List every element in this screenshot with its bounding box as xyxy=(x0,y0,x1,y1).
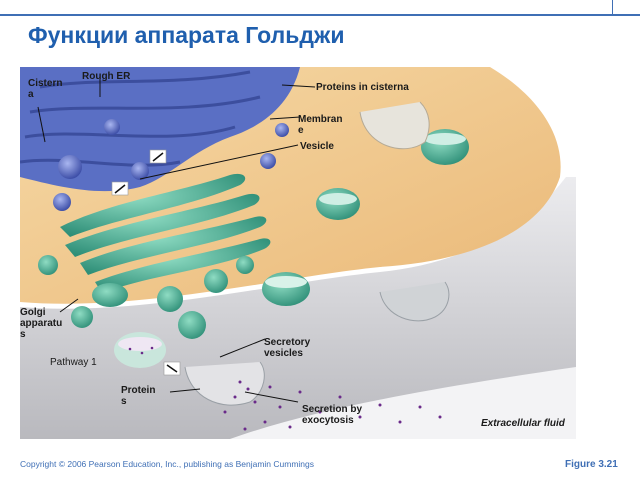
leader-lines xyxy=(37,79,316,403)
page-title: Функции аппарата Гольджи xyxy=(28,22,345,48)
corner-tick xyxy=(612,0,639,14)
membrane-pockets xyxy=(184,101,450,406)
label-cisterna: Cistern a xyxy=(28,78,63,100)
cytoplasm-vesicles xyxy=(114,129,469,368)
label-extracellular-fluid: Extracellular fluid xyxy=(481,418,565,429)
label-rough-er: Rough ER xyxy=(82,71,131,82)
label-secretory-vesicles: Secretory vesicles xyxy=(264,337,311,359)
golgi-diagram xyxy=(20,67,576,439)
top-rule xyxy=(0,14,640,16)
rough-er xyxy=(20,67,300,211)
label-proteins: Protein s xyxy=(121,385,156,407)
label-proteins-in-cisterna: Proteins in cisterna xyxy=(316,82,409,93)
golgi-apparatus xyxy=(38,173,271,339)
label-pathway: Pathway 1 xyxy=(50,357,97,368)
membrane-slab xyxy=(20,177,576,439)
extracellular-region xyxy=(230,367,576,439)
label-membrane: Membran e xyxy=(298,114,343,136)
label-vesicle: Vesicle xyxy=(300,141,334,152)
label-golgi-apparatus: Golgi apparatu s xyxy=(20,307,63,340)
label-secretion: Secretion by exocytosis xyxy=(302,404,363,426)
copyright-text: Copyright © 2006 Pearson Education, Inc.… xyxy=(20,459,315,469)
flow-arrows xyxy=(111,149,181,376)
secreted-proteins xyxy=(128,346,442,431)
figure-number: Figure 3.21 xyxy=(565,459,618,470)
